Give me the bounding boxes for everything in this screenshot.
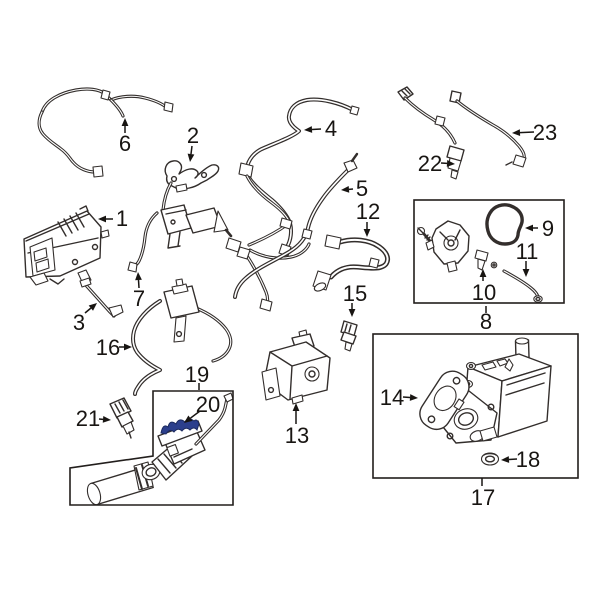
callout-3-label: 3 [73, 310, 85, 335]
part-12-hose [312, 234, 391, 292]
group-17-contents [419, 337, 552, 466]
callout-16-label: 16 [96, 335, 120, 360]
callout-22-label: 22 [418, 151, 442, 176]
part-6-hose [37, 87, 174, 178]
callout-10-arrowhead [479, 269, 487, 277]
part-10-sensor [474, 249, 498, 271]
callout-11-label: 11 [516, 239, 539, 264]
part-15-sensor [340, 320, 358, 352]
callout-7-arrow [137, 279, 140, 289]
group-box-19 [69, 390, 234, 506]
part-2-bracket [164, 160, 220, 193]
group-19-contents [86, 392, 234, 506]
callout-20-arrowhead [184, 415, 193, 423]
callout-2-arrow [190, 145, 193, 155]
callout-18-label: 18 [516, 447, 540, 472]
part-23-oxygen-sensor [449, 90, 527, 168]
part-20-clips [160, 418, 200, 435]
air-inlet-tube [86, 392, 234, 506]
part-14-gasket [419, 370, 470, 431]
part-11-tube [502, 269, 543, 303]
part-9-gasket [485, 203, 524, 246]
callout-20-arrow [189, 410, 201, 419]
part-22-oxygen-sensor [397, 86, 465, 180]
part-3-tube [77, 269, 124, 318]
callout-18-arrowhead [501, 456, 510, 463]
part-21-sensor [109, 397, 135, 439]
group-8-contents [416, 203, 543, 303]
callout-13-arrowhead [292, 403, 300, 411]
callout-12-arrowhead [363, 229, 371, 237]
callout-11-arrowhead [522, 269, 530, 277]
center-harness-lines [225, 174, 311, 312]
callout-22-arrowhead [446, 160, 455, 167]
callout-9-arrowhead [525, 224, 533, 232]
callout-14-arrowhead [409, 394, 418, 401]
group-box-17 [372, 333, 579, 479]
part-1-canister [23, 205, 110, 286]
group-box-8 [413, 199, 565, 304]
callout-7-label: 7 [133, 286, 145, 311]
callout-15-arrowhead [348, 309, 356, 317]
callout-13-label: 13 [285, 423, 309, 448]
callout-3-arrowhead [88, 303, 97, 311]
callout-2-label: 2 [187, 123, 199, 148]
callout-5-label: 5 [356, 176, 368, 201]
callout-2-arrowhead [187, 153, 195, 162]
part-7-tube-and-bracket [127, 181, 233, 273]
callout-18-arrow [508, 458, 518, 461]
callout-21-arrowhead [102, 415, 111, 423]
callout-3-arrow [84, 307, 92, 314]
callout-4-label: 4 [325, 116, 337, 141]
group-boxes [69, 199, 579, 506]
callout-4-arrowhead [304, 126, 313, 133]
callout-17-label: 17 [471, 485, 495, 510]
callout-19-label: 19 [185, 362, 209, 387]
callout-14-label: 14 [380, 385, 404, 410]
egr-cooler-body [438, 337, 552, 444]
callout-1-arrowhead [98, 215, 106, 223]
callout-23-arrow [519, 131, 535, 134]
callout-12-label: 12 [356, 199, 380, 224]
part-5-tube [233, 152, 359, 299]
callout-5-arrowhead [341, 185, 350, 193]
callout-10-label: 10 [472, 280, 496, 305]
callout-16-arrowhead [124, 343, 132, 351]
part-13-valve [261, 329, 331, 405]
callout-4-arrow [311, 128, 322, 131]
callout-6-label: 6 [119, 131, 131, 156]
callout-15-label: 15 [343, 281, 367, 306]
callout-23-arrowhead [512, 129, 521, 137]
callout-21-label: 21 [76, 406, 100, 431]
part-16-valve-hose [131, 278, 233, 396]
callout-7-arrowhead [135, 272, 142, 281]
callout-23-label: 23 [533, 120, 557, 145]
callout-6-arrowhead [121, 118, 129, 126]
callout-1-label: 1 [116, 206, 128, 231]
callout-9-label: 9 [542, 216, 554, 241]
callout-8-label: 8 [480, 309, 492, 334]
part-18-seal [480, 452, 500, 466]
callout-20-label: 20 [196, 392, 220, 417]
